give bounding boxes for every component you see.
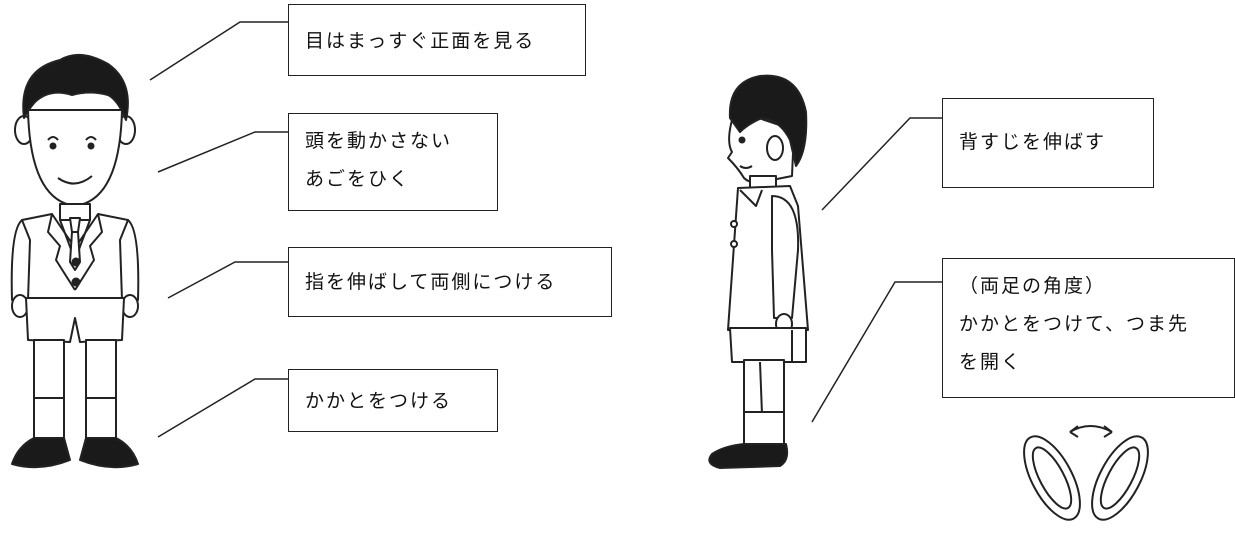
- back-label-box: 背すじを伸ばす: [942, 98, 1154, 188]
- heels-label-box: かかとをつける: [288, 369, 498, 432]
- side-callout-lines: [811, 117, 942, 423]
- heels-label: かかとをつける: [305, 390, 453, 412]
- fingers-label: 指を伸ばして両側につける: [305, 271, 557, 293]
- head-label-line1: 頭を動かさない: [305, 130, 453, 152]
- eyes-label: 目はまっすぐ正面を見る: [305, 30, 536, 52]
- feet-label-line1: （両足の角度）: [959, 275, 1107, 297]
- back-label: 背すじを伸ばす: [959, 131, 1107, 153]
- side-boy-figure: [708, 74, 809, 469]
- eyes-label-box: 目はまっすぐ正面を見る: [288, 4, 586, 76]
- feet-label-line3: を開く: [959, 351, 1023, 373]
- feet-label-box: （両足の角度） かかとをつけて、つま先 を開く: [942, 258, 1235, 398]
- head-label-line2: あごをひく: [305, 168, 411, 190]
- front-boy-figure: [10, 53, 140, 469]
- feet-angle-diagram: [1023, 425, 1149, 521]
- fingers-label-box: 指を伸ばして両側につける: [288, 247, 612, 317]
- feet-label-line2: かかとをつけて、つま先: [959, 313, 1190, 335]
- front-callout-lines: [149, 21, 288, 438]
- head-label-box: 頭を動かさない あごをひく: [288, 113, 498, 211]
